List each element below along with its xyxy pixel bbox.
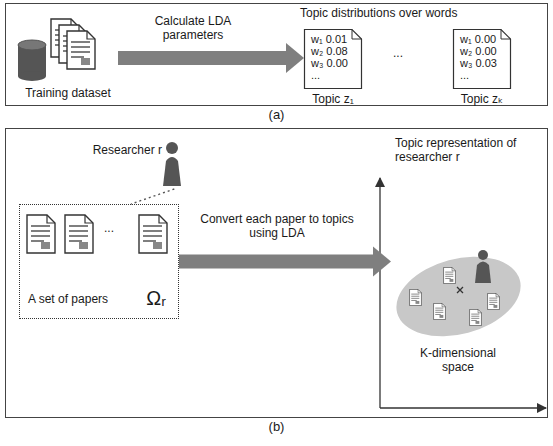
ownership-line <box>131 189 174 204</box>
topic-name: Topic z₁ <box>284 92 382 106</box>
mean-mark <box>457 287 463 293</box>
word-probability: w₂ 0.00 <box>453 45 511 57</box>
node-label: K-dimensional space <box>408 346 508 374</box>
region-ellipse <box>391 249 526 344</box>
arrow-head <box>373 247 391 277</box>
ellipsis: ... <box>104 221 134 235</box>
document-fold <box>352 30 362 40</box>
paper-point <box>410 289 422 305</box>
paper-point <box>470 309 482 325</box>
panel-caption: (b) <box>6 420 547 434</box>
word-probability: w₃ 0.00 <box>304 57 362 69</box>
process-arrow <box>118 43 304 73</box>
document-fold <box>501 30 511 40</box>
ellipsis: ... <box>393 46 433 60</box>
document-outline <box>305 30 362 89</box>
node-label: Training dataset <box>18 86 118 100</box>
topic-document: w₁ 0.01w₂ 0.08w₃ 0.00...Topic z₁ <box>304 29 362 89</box>
arrow-head <box>286 43 304 73</box>
researcher-node: Researcher r <box>74 139 192 189</box>
region-ellipse <box>387 244 529 349</box>
edge-label: Convert each paper to topics using LDA <box>192 212 362 240</box>
paper-set-box: A set of papers Ωᵣ <box>19 204 179 319</box>
document-stack <box>51 19 95 69</box>
node-label: Researcher r <box>74 143 162 157</box>
word-probability: w₁ 0.01 <box>304 33 362 45</box>
topic-name: Topic zₖ <box>433 92 531 106</box>
paper-icons <box>27 215 167 253</box>
paper-point <box>488 293 500 309</box>
person-icon <box>163 142 181 186</box>
node-label: A set of papers <box>28 292 108 306</box>
arrow-shaft <box>179 255 375 269</box>
word-probability: w₁ 0.00 <box>453 33 511 45</box>
word-probability: w₃ 0.03 <box>453 57 511 69</box>
panel: (a)Training datasetw₁ 0.01w₂ 0.08w₃ 0.00… <box>5 3 548 106</box>
set-symbol: Ωᵣ <box>146 287 166 309</box>
paper-point <box>434 303 446 319</box>
heading-label: Topic representation of researcher r <box>395 136 545 164</box>
heading-label: Topic distributions over words <box>300 6 540 20</box>
panel-caption: (a) <box>6 108 547 122</box>
dataset-node: Training dataset <box>18 14 118 102</box>
word-probability: ... <box>453 69 511 81</box>
panel: (b)Researcher rA set of papersΩᵣK-dimens… <box>5 128 548 418</box>
dotted-link <box>131 189 174 204</box>
person-icon <box>475 250 491 283</box>
database-icon <box>18 40 46 81</box>
document-outline <box>454 30 511 89</box>
word-probability: w₂ 0.08 <box>304 45 362 57</box>
axes <box>380 178 546 408</box>
topic-region: K-dimensional space <box>391 249 526 344</box>
word-probability: ... <box>304 69 362 81</box>
arrow-shaft <box>118 51 288 65</box>
topic-document: w₁ 0.00w₂ 0.00w₃ 0.03...Topic zₖ <box>453 29 511 89</box>
process-arrow <box>179 247 391 277</box>
paper-point <box>444 267 456 283</box>
edge-label: Calculate LDA parameters <box>138 14 248 42</box>
